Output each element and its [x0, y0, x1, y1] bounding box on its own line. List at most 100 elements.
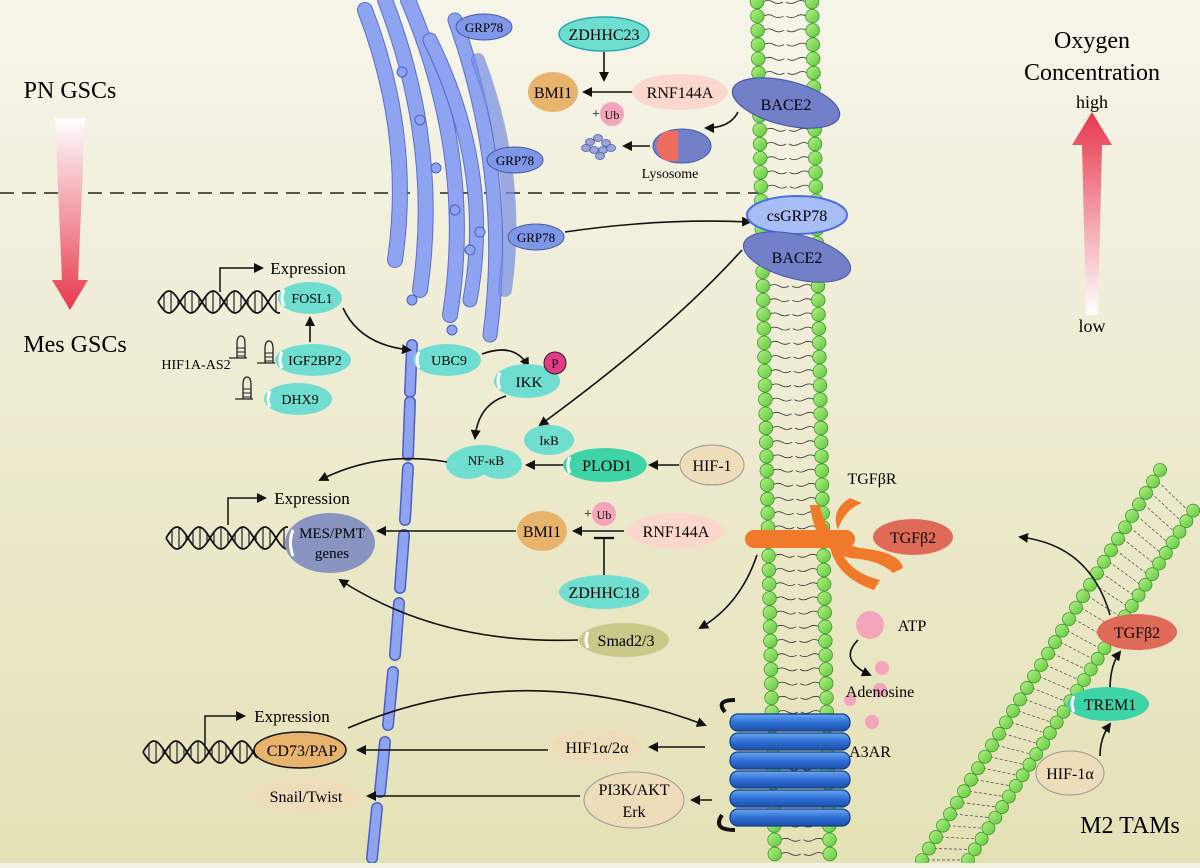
endoplasmic-reticulum: [357, 0, 517, 343]
svg-text:Ub: Ub: [605, 108, 620, 122]
svg-text:P: P: [551, 356, 558, 371]
degraded-fragments-icon: [581, 134, 616, 160]
grp78-top-node: GRP78: [455, 13, 513, 41]
svg-text:BMI1: BMI1: [523, 524, 561, 541]
svg-text:Smad2/3: Smad2/3: [598, 633, 655, 650]
svg-text:IKK: IKK: [516, 375, 543, 391]
bace2-top-node: BACE2: [731, 77, 841, 129]
plod1-node: PLOD1: [563, 448, 647, 482]
svg-text:CD73/PAP: CD73/PAP: [267, 743, 338, 760]
dna-helix-3-icon: [142, 740, 258, 764]
pi3k-akt-erk-node: PI3K/AKT Erk: [583, 771, 685, 829]
igf2bp2-node: IGF2BP2: [275, 344, 351, 376]
mes-pmt-genes-node: MES/PMT genes: [285, 513, 375, 573]
svg-text:HIF-1: HIF-1: [692, 458, 731, 475]
svg-text:TGFβ2: TGFβ2: [890, 530, 936, 547]
nfkb-node: NF-κB: [446, 445, 522, 479]
nuclear-envelope: [366, 339, 418, 864]
cd73-pap-node: CD73/PAP: [253, 731, 347, 769]
oxygen-title-line2: Concentration: [1024, 60, 1160, 86]
svg-text:Snail/Twist: Snail/Twist: [270, 789, 343, 806]
ubc9-node: UBC9: [413, 344, 481, 376]
svg-text:RNF144A: RNF144A: [643, 524, 710, 541]
oxygen-low-label: low: [1079, 316, 1106, 336]
dna-helix-1-icon: [157, 290, 280, 314]
a3ar-receptor-icon: [717, 698, 851, 832]
csgrp78-node: csGRP78: [746, 195, 848, 235]
phospho-node: P: [543, 351, 567, 375]
svg-text:PI3K/AKT: PI3K/AKT: [598, 782, 669, 799]
dhx9-node: DHX9: [264, 383, 332, 415]
svg-text:Ub: Ub: [597, 508, 612, 522]
oxygen-high-label: high: [1076, 92, 1108, 112]
svg-text:genes: genes: [315, 546, 349, 562]
svg-text:ZDHHC18: ZDHHC18: [568, 585, 639, 602]
expression-label-3: Expression: [254, 707, 330, 726]
tam-membrane: [915, 463, 1200, 867]
svg-text:BMI1: BMI1: [534, 85, 572, 102]
svg-text:Erk: Erk: [622, 804, 645, 821]
tgfbr-label: TGFβR: [847, 471, 896, 488]
svg-text:IκB: IκB: [539, 433, 559, 448]
atp-label: ATP: [898, 618, 927, 635]
svg-text:BACE2: BACE2: [761, 97, 812, 114]
ub-mid-node: Ub: [592, 502, 616, 526]
grp78-lower-node: GRP78: [507, 223, 565, 251]
rnf144a-top-node: RNF144A: [632, 74, 728, 110]
svg-text:BACE2: BACE2: [772, 250, 823, 267]
up-gradient-arrow: [1072, 112, 1112, 315]
tgfb2-receptor-node: TGFβ2: [873, 519, 953, 555]
adenosine-dot-1: [875, 661, 889, 675]
svg-text:IGF2BP2: IGF2BP2: [288, 354, 342, 369]
zdhhc18-node: ZDHHC18: [559, 575, 649, 609]
fosl1-node: FOSL1: [278, 282, 342, 314]
ikb-node: IκB: [524, 425, 574, 455]
a3ar-label: A3AR: [849, 744, 891, 761]
plus-top: +: [592, 107, 600, 122]
svg-text:ZDHHC23: ZDHHC23: [568, 27, 639, 44]
svg-text:csGRP78: csGRP78: [767, 208, 827, 225]
lncrna-icons: [229, 335, 275, 400]
bmi1-top-node: BMI1: [528, 72, 578, 112]
expression-label-2: Expression: [274, 489, 350, 508]
adenosine-dot-3: [844, 694, 856, 706]
dna-helix-2-icon: [165, 526, 288, 550]
adenosine-dot-4: [865, 715, 879, 729]
hif1-node: HIF-1: [679, 444, 745, 486]
expression-label-1: Expression: [270, 259, 346, 278]
svg-text:GRP78: GRP78: [517, 230, 555, 245]
svg-text:GRP78: GRP78: [496, 153, 534, 168]
svg-text:MES/PMT: MES/PMT: [299, 526, 365, 542]
svg-text:HIF1α/2α: HIF1α/2α: [566, 740, 630, 757]
lysosome-icon: [652, 128, 712, 164]
svg-text:GRP78: GRP78: [465, 20, 503, 35]
pn-gscs-label: PN GSCs: [24, 78, 117, 104]
trem1-node: TREM1: [1067, 687, 1149, 721]
lysosome-label: Lysosome: [642, 167, 699, 182]
plus-mid: +: [584, 507, 592, 522]
tgfb2-tam-node: TGFβ2: [1097, 614, 1177, 650]
svg-text:TREM1: TREM1: [1084, 697, 1136, 714]
adenosine-dot-2: [873, 683, 887, 697]
grp78-mid-node: GRP78: [486, 146, 544, 174]
bmi1-mid-node: BMI1: [517, 511, 567, 551]
svg-text:NF-κB: NF-κB: [468, 453, 504, 468]
hif1a2a-node: HIF1α/2α: [552, 729, 642, 765]
ikk-node: IKK: [494, 364, 560, 398]
svg-text:PLOD1: PLOD1: [582, 458, 632, 475]
mes-gscs-label: Mes GSCs: [23, 332, 126, 358]
rnf144a-mid-node: RNF144A: [628, 513, 724, 549]
oxygen-title-line1: Oxygen: [1054, 28, 1130, 54]
snail-twist-node: Snail/Twist: [251, 778, 361, 814]
adenosine-label: Adenosine: [846, 684, 914, 701]
svg-text:RNF144A: RNF144A: [647, 85, 714, 102]
bace2-mid-node: BACE2: [742, 231, 852, 283]
smad23-node: Smad2/3: [579, 623, 669, 657]
svg-text:UBC9: UBC9: [431, 354, 467, 369]
ub-top-node: Ub: [600, 102, 624, 126]
svg-text:TGFβ2: TGFβ2: [1114, 625, 1160, 642]
down-gradient-arrow: [52, 118, 88, 310]
hif1a-as2-label: HIF1A-AS2: [161, 358, 230, 373]
